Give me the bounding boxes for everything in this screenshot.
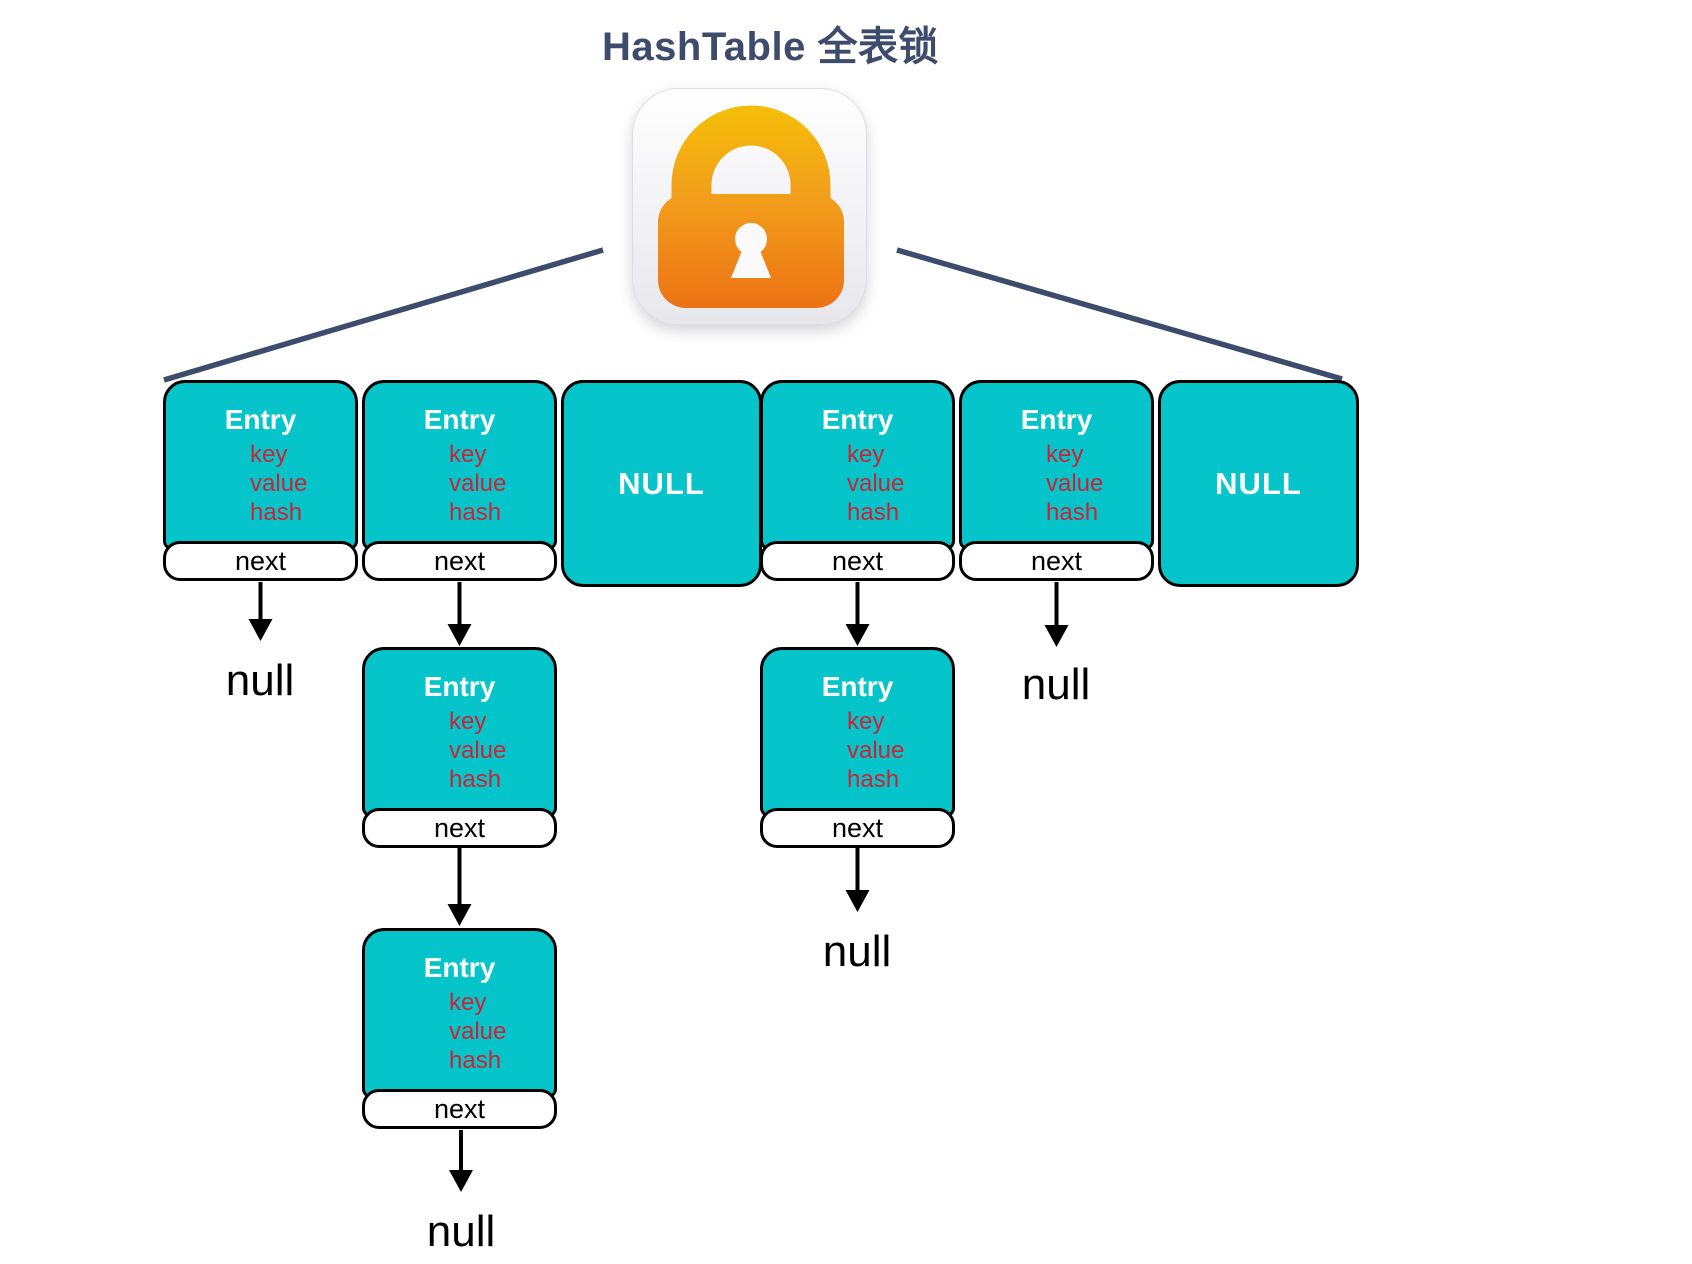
- entry-body: Entry key value hash: [760, 380, 955, 550]
- bucket-5-null: NULL: [1158, 380, 1359, 587]
- entry-body: Entry key value hash: [959, 380, 1154, 550]
- bucket-0-entry: Entry key value hash next: [163, 380, 358, 581]
- bucket-1-entry: Entry key value hash next: [362, 380, 557, 581]
- entry-title: Entry: [224, 403, 297, 435]
- field-value: value: [250, 469, 308, 497]
- entry-fields: key value hash: [365, 988, 554, 1075]
- field-value: value: [847, 736, 905, 764]
- page-title: HashTable 全表锁: [602, 25, 939, 69]
- entry-body: Entry key value hash: [163, 380, 358, 550]
- field-value: value: [449, 1017, 507, 1045]
- field-hash: hash: [449, 498, 502, 526]
- next-pointer: next: [760, 808, 955, 848]
- field-key: key: [847, 440, 885, 468]
- field-hash: hash: [250, 498, 303, 526]
- arrow-bucket3-to-node0: [845, 582, 870, 646]
- arrow-bucket4-to-null: [1044, 582, 1069, 647]
- bucket-2-null: NULL: [561, 380, 762, 587]
- chain-bucket1-node-0: Entry key value hash next: [362, 647, 557, 848]
- field-key: key: [250, 440, 288, 468]
- entry-fields: key value hash: [365, 707, 554, 794]
- field-hash: hash: [847, 765, 900, 793]
- field-key: key: [847, 707, 885, 735]
- entry-title: Entry: [423, 403, 496, 435]
- entry-title: Entry: [821, 403, 894, 435]
- padlock-icon: [632, 88, 867, 325]
- chain-bucket1-node-1: Entry key value hash next: [362, 928, 557, 1129]
- arrow-chain1-node1-to-null: [449, 1130, 473, 1192]
- null-terminal-bucket3: null: [822, 927, 892, 976]
- entry-title: Entry: [821, 670, 894, 702]
- padlock-glyph: [658, 105, 844, 308]
- field-value: value: [449, 736, 507, 764]
- field-hash: hash: [449, 1046, 502, 1074]
- next-pointer: next: [362, 541, 557, 581]
- arrow-chain3-node0-to-null: [845, 848, 870, 912]
- entry-body: Entry key value hash: [362, 928, 557, 1098]
- entry-fields: key value hash: [962, 440, 1151, 527]
- bucket-3-entry: Entry key value hash next: [760, 380, 955, 581]
- null-terminal-bucket4: null: [1021, 660, 1091, 709]
- entry-body: Entry key value hash: [760, 647, 955, 817]
- field-key: key: [1046, 440, 1084, 468]
- field-hash: hash: [449, 765, 502, 793]
- entry-title: Entry: [423, 951, 496, 983]
- field-key: key: [449, 707, 487, 735]
- bucket-4-entry: Entry key value hash next: [959, 380, 1154, 581]
- null-terminal-bucket1: null: [426, 1207, 496, 1256]
- entry-fields: key value hash: [365, 440, 554, 527]
- chain-bucket3-node-0: Entry key value hash next: [760, 647, 955, 848]
- next-pointer: next: [362, 1089, 557, 1129]
- lock-edge-left: [163, 247, 604, 383]
- field-hash: hash: [1046, 498, 1099, 526]
- next-pointer: next: [760, 541, 955, 581]
- field-value: value: [847, 469, 905, 497]
- entry-title: Entry: [1020, 403, 1093, 435]
- arrow-bucket0-to-null: [248, 582, 273, 641]
- next-pointer: next: [163, 541, 358, 581]
- entry-fields: key value hash: [763, 707, 952, 794]
- next-pointer: next: [362, 808, 557, 848]
- arrow-bucket1-to-node0: [447, 582, 472, 646]
- field-value: value: [1046, 469, 1104, 497]
- field-key: key: [449, 988, 487, 1016]
- field-key: key: [449, 440, 487, 468]
- lock-edge-right: [896, 247, 1343, 382]
- entry-fields: key value hash: [763, 440, 952, 527]
- field-value: value: [449, 469, 507, 497]
- arrow-chain1-node0-to-node1: [447, 848, 472, 926]
- entry-body: Entry key value hash: [362, 647, 557, 817]
- entry-fields: key value hash: [166, 440, 355, 527]
- null-terminal-bucket0: null: [225, 656, 295, 705]
- entry-body: Entry key value hash: [362, 380, 557, 550]
- field-hash: hash: [847, 498, 900, 526]
- entry-title: Entry: [423, 670, 496, 702]
- next-pointer: next: [959, 541, 1154, 581]
